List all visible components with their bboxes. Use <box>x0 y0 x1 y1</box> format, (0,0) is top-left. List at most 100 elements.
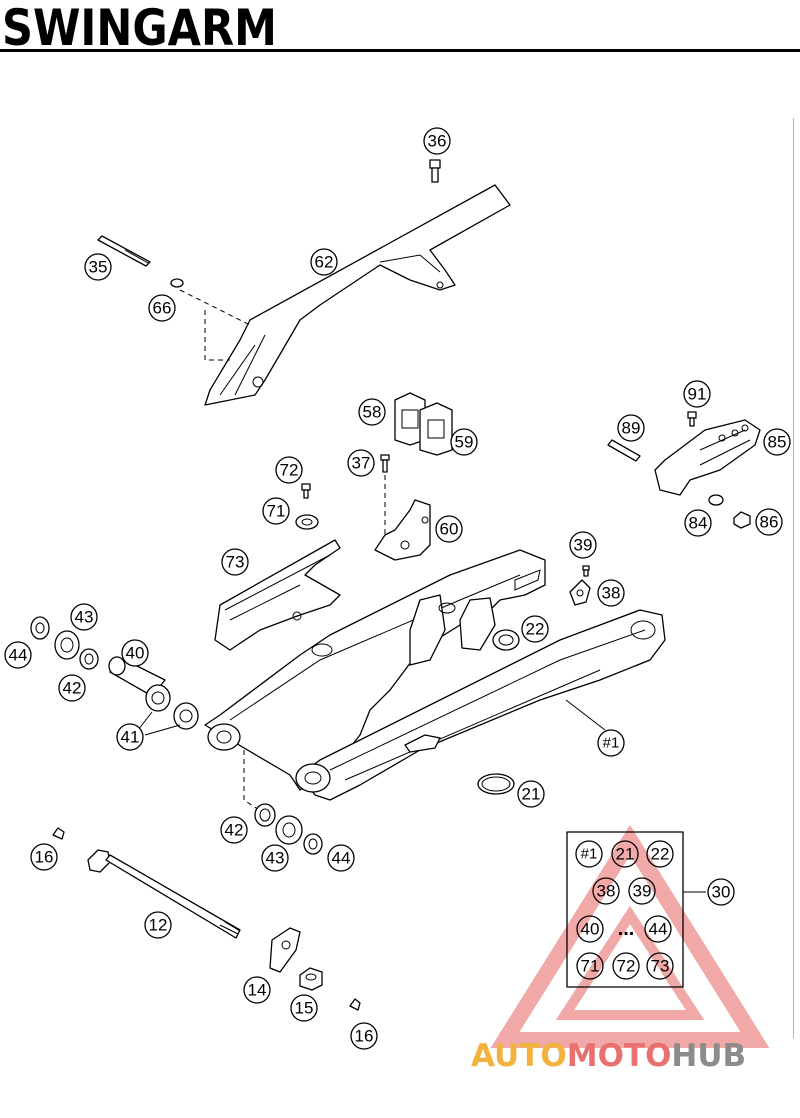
callout-41: 41 <box>116 723 144 751</box>
swingarm <box>204 549 666 801</box>
callout-72: 72 <box>275 456 303 484</box>
svg-text:42: 42 <box>225 821 244 840</box>
chain-guide <box>204 184 511 406</box>
svg-text:91: 91 <box>688 385 707 404</box>
screw-39 <box>582 565 590 577</box>
svg-text:44: 44 <box>649 920 668 939</box>
washer-84 <box>708 494 724 506</box>
kit-box <box>566 831 684 988</box>
svg-text:43: 43 <box>75 608 94 627</box>
bushing-22 <box>492 629 520 651</box>
svg-text:89: 89 <box>622 419 641 438</box>
callout-86: 86 <box>755 508 783 536</box>
callout-35: 35 <box>84 253 112 281</box>
svg-text:43: 43 <box>266 849 285 868</box>
callout-89: 89 <box>617 414 645 442</box>
callout-59: 59 <box>450 428 478 456</box>
kit-item-1: #1 <box>575 840 603 868</box>
svg-text:73: 73 <box>651 957 670 976</box>
nut-16-left <box>52 827 65 840</box>
pivot-axle-12 <box>87 849 241 939</box>
svg-text:16: 16 <box>35 848 54 867</box>
svg-text:71: 71 <box>581 957 600 976</box>
callout-84: 84 <box>684 509 712 537</box>
clamp-59 <box>419 402 453 456</box>
svg-text:58: 58 <box>363 403 382 422</box>
kit-item-73: 73 <box>646 952 674 980</box>
callout-44-left: 44 <box>4 641 32 669</box>
svg-text:72: 72 <box>280 461 299 480</box>
svg-text:59: 59 <box>455 433 474 452</box>
kit-item-40: 40 <box>576 915 604 943</box>
svg-text:38: 38 <box>602 584 621 603</box>
screw-37 <box>380 454 390 473</box>
callout-38: 38 <box>597 579 625 607</box>
callout-44-right: 44 <box>327 844 355 872</box>
callout-42-right: 42 <box>220 816 248 844</box>
title-rule <box>0 49 800 52</box>
leader-66 <box>179 289 251 361</box>
bracket-60 <box>374 499 431 561</box>
callout-16-right: 16 <box>350 1022 378 1050</box>
callout-14: 14 <box>243 976 271 1004</box>
svg-text:41: 41 <box>121 728 140 747</box>
nut-15 <box>299 967 323 991</box>
callout-37: 37 <box>347 449 375 477</box>
svg-text:72: 72 <box>617 957 636 976</box>
svg-text:37: 37 <box>352 454 371 473</box>
callout-66: 66 <box>148 294 176 322</box>
svg-text:16: 16 <box>355 1027 374 1046</box>
callout-85: 85 <box>763 428 791 456</box>
svg-text:39: 39 <box>574 536 593 555</box>
pivot-stack-left <box>30 616 199 730</box>
callout-43-right: 43 <box>261 844 289 872</box>
kit-item-21: 21 <box>611 840 639 868</box>
svg-text:40: 40 <box>126 644 145 663</box>
callout-22: 22 <box>521 615 549 643</box>
svg-text:#1: #1 <box>603 735 620 752</box>
svg-text:85: 85 <box>768 433 787 452</box>
callout-1: #1 <box>597 729 625 757</box>
washer-66 <box>170 278 184 288</box>
svg-text:30: 30 <box>712 883 731 902</box>
svg-text:22: 22 <box>526 620 545 639</box>
kit-item-71: 71 <box>576 952 604 980</box>
svg-text:73: 73 <box>226 553 245 572</box>
kit-item-39: 39 <box>628 877 656 905</box>
chain-adjuster-14 <box>269 927 301 973</box>
callout-15: 15 <box>290 994 318 1022</box>
callout-42-left: 42 <box>58 674 86 702</box>
bolt-89 <box>607 439 641 462</box>
chain-slider-73 <box>214 539 341 651</box>
kit-item-44: 44 <box>644 915 672 943</box>
leader-pivot <box>243 750 263 813</box>
leader-41 <box>137 711 181 736</box>
callout-12: 12 <box>144 911 172 939</box>
svg-text:15: 15 <box>295 999 314 1018</box>
callout-40: 40 <box>121 639 149 667</box>
svg-text:35: 35 <box>89 258 108 277</box>
svg-text:42: 42 <box>63 679 82 698</box>
screw-91 <box>687 411 697 427</box>
screw-72 <box>301 483 311 499</box>
pad-38 <box>569 579 591 606</box>
callout-36: 36 <box>423 127 451 155</box>
pivot-stack-right <box>254 803 323 855</box>
svg-text:38: 38 <box>597 882 616 901</box>
svg-text:21: 21 <box>522 785 541 804</box>
svg-text:66: 66 <box>153 299 172 318</box>
svg-text:62: 62 <box>315 253 334 272</box>
kit-item-22: 22 <box>646 840 674 868</box>
nut-16-right <box>349 998 361 1011</box>
watermark-text: AUTOMOTOHUB <box>471 1038 746 1074</box>
kit-item-38: 38 <box>592 877 620 905</box>
svg-text:36: 36 <box>428 132 447 151</box>
svg-text:44: 44 <box>9 646 28 665</box>
callout-58: 58 <box>358 398 386 426</box>
svg-text:22: 22 <box>651 845 670 864</box>
svg-text:84: 84 <box>689 514 708 533</box>
page-border <box>793 118 794 1038</box>
nut-86 <box>733 511 751 529</box>
bolt-36 <box>429 159 441 183</box>
